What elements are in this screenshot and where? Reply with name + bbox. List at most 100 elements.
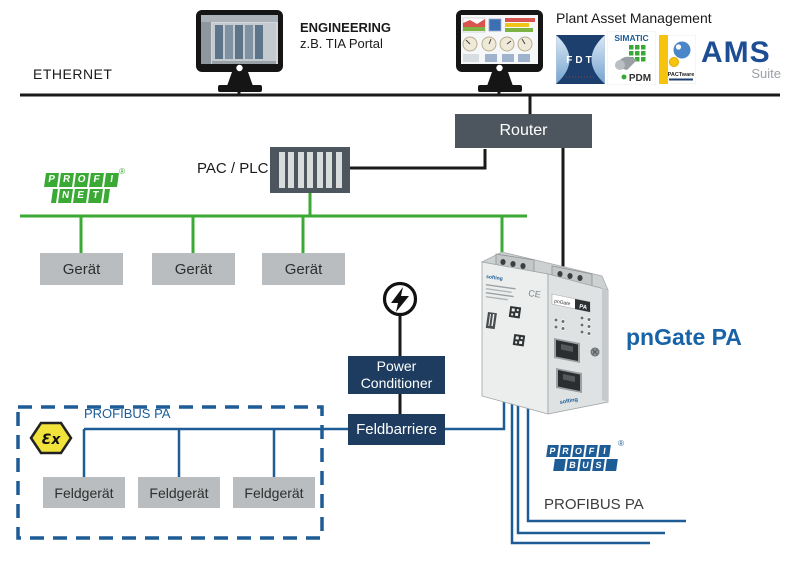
plc-module-bar: [335, 152, 342, 188]
plc-module-bar: [297, 152, 304, 188]
screw: [590, 347, 600, 357]
registered-mark: ®: [119, 167, 125, 176]
qr-code: [512, 334, 526, 347]
pngate-gateway-device: softing CE: [476, 240, 612, 420]
pam-title: Plant Asset Management: [556, 10, 712, 26]
svg-text:softing: softing: [486, 274, 503, 282]
profibus-lines: [82, 395, 686, 545]
logo-letter: F: [585, 445, 598, 457]
router-label: Router: [499, 122, 548, 139]
profinet-device-3: Gerät: [262, 253, 345, 285]
svg-text:PA: PA: [579, 304, 588, 311]
engineering-workstation-monitor: [195, 10, 285, 94]
fdt-logo: FDT: [556, 35, 605, 84]
ex-zone-border: [16, 405, 324, 540]
ex-symbol-text: Ɛx: [42, 432, 62, 448]
dashboard-screen: [461, 15, 538, 64]
logo-stub: [605, 459, 618, 471]
ethernet-port-1: [554, 338, 580, 363]
profibus-device-1: Feldgerät: [43, 477, 125, 508]
power-icon: [382, 281, 418, 317]
qr-code: [508, 306, 522, 319]
pac-plc-node: [270, 147, 350, 193]
ams-logo-text: AMS: [701, 36, 771, 69]
pac-plc-label: PAC / PLC: [197, 160, 269, 177]
feldbarriere-node: Feldbarriere: [348, 414, 445, 445]
device-label: Gerät: [62, 260, 101, 278]
profibus-device-2: Feldgerät: [138, 477, 220, 508]
segment-profibus-pa-label: PROFIBUS PA: [544, 496, 644, 513]
ams-suite-text: Suite: [751, 66, 781, 81]
router-node: Router: [455, 114, 592, 148]
logo-letter: R: [559, 445, 572, 457]
device-front-brand: softing: [559, 397, 578, 406]
pdm-logo-text: PDM: [629, 73, 651, 84]
ethernet-port-2: [556, 368, 582, 393]
plc-module-bar: [288, 152, 294, 188]
engineering-title: ENGINEERING: [300, 20, 392, 35]
feldbarriere-label: Feldbarriere: [356, 421, 437, 438]
monitor-button: [496, 64, 503, 72]
plc-module-bar: [278, 152, 285, 188]
logo-letter: I: [104, 173, 119, 187]
profibus-logo-row1: P R O F I ®: [546, 439, 624, 457]
device-front-label: pnGate PA: [551, 293, 591, 313]
simatic-logo-text: SIMATIC: [614, 33, 648, 43]
logo-stub: [51, 189, 58, 203]
monitor-button: [236, 64, 243, 72]
device-label: Gerät: [284, 260, 323, 278]
profibus-device-3: Feldgerät: [233, 477, 315, 508]
registered-mark: ®: [618, 439, 624, 448]
profibus-logo: P R O F I ® B U S: [546, 439, 624, 471]
logo-letter: E: [73, 189, 88, 203]
logo-letter: B: [566, 459, 579, 471]
logo-letter: I: [598, 445, 611, 457]
fdt-logo-text: FDT: [566, 55, 594, 66]
logo-letter: F: [89, 173, 104, 187]
status-leds: [553, 315, 592, 336]
simatic-pdm-logo: SIMATIC PDM: [607, 31, 656, 85]
power-conditioner-label-line2: Conditioner: [360, 375, 433, 391]
pngate-pa-label: pnGate PA: [626, 324, 742, 350]
logo-letter: U: [579, 459, 592, 471]
ams-suite-logo: AMS Suite: [701, 36, 781, 82]
pactware-logo-text: PACTware: [668, 72, 695, 78]
profinet-logo-row1: P R O F I ®: [44, 167, 125, 187]
engineering-subtitle: z.B. TIA Portal: [300, 36, 383, 51]
device-label: Gerät: [174, 260, 213, 278]
plc-module-bar: [326, 152, 332, 188]
logo-stub: [103, 189, 110, 203]
logo-letter: P: [546, 445, 559, 457]
logo-letter: P: [44, 173, 59, 187]
device-label: Feldgerät: [54, 484, 114, 501]
device-label: Feldgerät: [149, 484, 209, 501]
logo-letter: T: [88, 189, 103, 203]
profinet-logo-row2: N E T: [51, 189, 118, 203]
profinet-device-1: Gerät: [40, 253, 123, 285]
pactware-logo: PACTware: [659, 35, 696, 84]
device-front-edge: [602, 288, 608, 402]
logo-stub: [553, 459, 566, 471]
logo-letter: S: [592, 459, 605, 471]
profibus-logo-row2: B U S: [553, 459, 618, 471]
logo-letter: O: [572, 445, 585, 457]
logo-letter: R: [59, 173, 74, 187]
pam-workstation-monitor: [455, 10, 545, 94]
profinet-logo: P R O F I ® N E T: [44, 167, 125, 203]
ex-icon: Ɛx: [29, 421, 73, 455]
ethernet-label: ETHERNET: [33, 66, 113, 82]
svg-text:pnGate: pnGate: [554, 299, 571, 308]
power-conditioner-label-line1: Power: [376, 358, 417, 374]
device-side-labels: softing CE: [486, 274, 542, 347]
profinet-device-2: Gerät: [152, 253, 235, 285]
plc-module-bar: [307, 152, 313, 188]
logo-letter: O: [74, 173, 89, 187]
profinet-bus-lines: [20, 193, 527, 262]
zone-profibus-pa-label: PROFIBUS PA: [84, 406, 171, 421]
tia-portal-screen: [201, 15, 278, 64]
power-conditioner-node: Power Conditioner: [348, 356, 445, 394]
logo-letter: N: [58, 189, 73, 203]
svg-text:CE: CE: [528, 288, 542, 300]
